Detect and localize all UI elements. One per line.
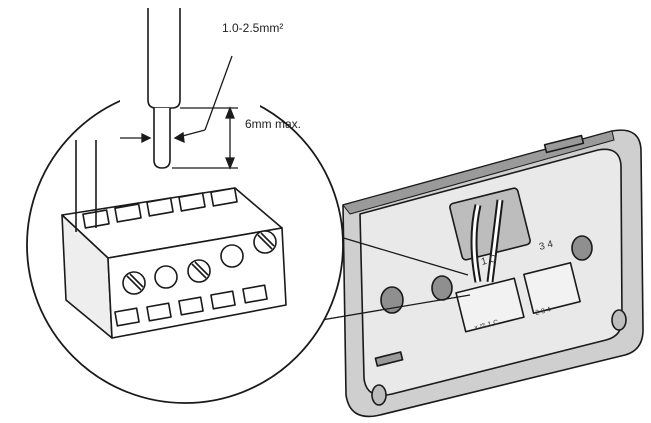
slot-3	[146, 197, 174, 217]
mount-hole-left	[380, 286, 404, 314]
hole-1	[154, 265, 178, 289]
strip-length-label: 6mm max.	[245, 117, 302, 131]
bottom-opening-2	[146, 302, 172, 322]
marking-terminals-right: 3 4	[538, 239, 555, 253]
foot-right	[611, 309, 627, 331]
hole-2	[220, 244, 244, 268]
bottom-opening-3	[178, 296, 204, 316]
terminal-block-left	[455, 277, 525, 333]
marking-terminals-left: 1 C	[480, 253, 498, 267]
magnified-view	[26, 60, 344, 404]
stripped-wire	[147, 8, 181, 169]
foot-left	[371, 384, 387, 406]
bottom-opening-5	[242, 284, 268, 304]
mount-hole-right	[571, 235, 593, 261]
thermostat-backplate	[342, 129, 644, 418]
mount-hole-mid	[431, 275, 453, 301]
slot-5	[210, 187, 238, 207]
wire-right-core	[488, 199, 502, 283]
dimension-markers	[120, 55, 238, 170]
terminal-strip	[61, 187, 287, 339]
wire-size-label: 1.0-2.5mm²	[222, 21, 284, 35]
bottom-opening-1	[114, 307, 140, 327]
wire-left-core	[472, 204, 480, 283]
wire-conductor	[153, 108, 171, 169]
wire-insulation	[147, 8, 181, 109]
slot-4	[178, 192, 206, 212]
clip-bottom	[374, 351, 404, 367]
terminal-block-right	[523, 261, 581, 315]
bottom-opening-4	[210, 290, 236, 310]
clip-top	[543, 134, 585, 154]
leader-wire-size	[204, 55, 233, 131]
inserted-wire	[75, 140, 97, 232]
slot-2	[114, 203, 142, 223]
marking-numbers-right: 2 3 4	[535, 306, 552, 317]
